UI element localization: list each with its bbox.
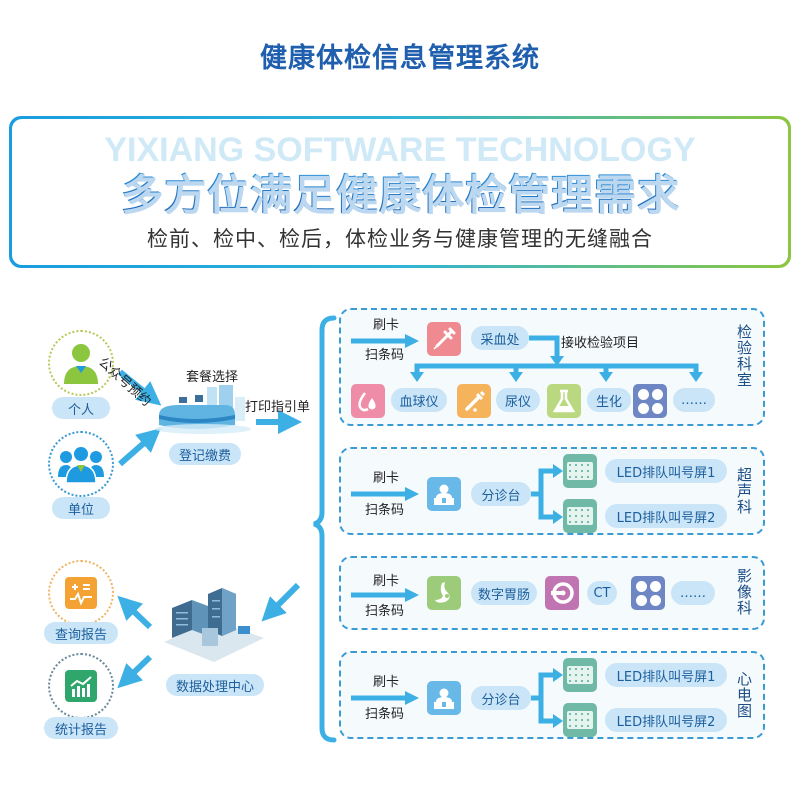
imaging-item-digital-gi: 数字胃肠	[471, 581, 537, 605]
swipe-card-label: 刷卡	[373, 318, 400, 333]
lab-item-biochem: 生化	[587, 388, 631, 412]
triage-branch-arrows	[531, 464, 563, 524]
flow-arrow	[351, 588, 419, 602]
led-screen-1: LED排队叫号屏1	[605, 459, 727, 483]
lab-item-more: ……	[673, 388, 715, 412]
stat-report-label: 统计报告	[44, 717, 118, 739]
banner-title: 多方位满足健康体检管理需求	[12, 161, 788, 222]
imaging-item-more: ……	[671, 581, 715, 605]
register-label: 登记缴费	[169, 443, 241, 465]
package-select-label: 套餐选择	[186, 370, 239, 385]
blood-collection-pill: 采血处	[471, 326, 529, 350]
arrow-org-to-register	[118, 428, 162, 467]
arrow-depts-to-datacenter	[261, 582, 301, 622]
swipe-card-label: 刷卡	[373, 574, 400, 589]
more-grid-icon	[631, 576, 665, 610]
triage-branch-arrows	[531, 668, 563, 728]
section-imaging: 刷卡 扫条码 数字胃肠 CT …… 影像科	[339, 556, 765, 630]
scan-code-label: 扫条码	[365, 503, 405, 518]
flow-arrow	[351, 487, 419, 501]
print-guide-label: 打印指引单	[245, 400, 311, 415]
led-screen-icon	[563, 499, 597, 533]
swipe-card-label: 刷卡	[373, 675, 400, 690]
stomach-icon	[427, 576, 461, 610]
data-center-label: 数据处理中心	[166, 674, 264, 696]
led-screen-2: LED排队叫号屏2	[605, 504, 727, 528]
syringe-icon	[427, 322, 461, 356]
section-ecg: 刷卡 扫条码 分诊台 LED排队叫号屏1 LED排队叫号屏2 心电图	[339, 651, 765, 739]
scan-code-label: 扫条码	[365, 707, 405, 722]
section-ultrasound-name: 超声科	[735, 467, 753, 515]
reception-desk-illustration	[155, 385, 251, 434]
ct-scanner-icon	[545, 576, 579, 610]
triage-desk-icon	[427, 681, 461, 715]
stat-report-circle[interactable]	[48, 653, 114, 719]
flask-icon	[547, 384, 581, 418]
triage-desk-icon	[427, 477, 461, 511]
headline-banner: YIXIANG SOFTWARE TECHNOLOGY 多方位满足健康体检管理需…	[9, 116, 791, 268]
receive-items-label: 接收检验项目	[561, 336, 640, 351]
led-screen-icon	[563, 658, 597, 692]
section-lab: 刷卡 扫条码 采血处 接收检验项目 血球仪 尿仪 生化 …… 检验科室	[339, 308, 765, 426]
swipe-card-label: 刷卡	[373, 471, 400, 486]
organization-circle[interactable]	[48, 431, 114, 497]
imaging-item-ct: CT	[587, 581, 617, 605]
individual-label: 个人	[52, 397, 110, 419]
company-watermark: YIXIANG SOFTWARE TECHNOLOGY	[104, 131, 696, 169]
query-report-circle[interactable]	[48, 560, 114, 626]
page-title: 健康体检信息管理系统	[260, 43, 540, 74]
triage-pill: 分诊台	[471, 686, 531, 710]
lab-item-urine-analyzer: 尿仪	[496, 388, 540, 412]
led-screen-icon	[563, 454, 597, 488]
blood-drop-icon	[351, 384, 385, 418]
section-ecg-name: 心电图	[735, 671, 753, 719]
section-ultrasound: 刷卡 扫条码 分诊台 LED排队叫号屏1 LED排队叫号屏2 超声科	[339, 447, 765, 535]
led-screen-2: LED排队叫号屏2	[605, 708, 727, 732]
query-report-icon	[65, 577, 97, 609]
lab-item-blood-analyzer: 血球仪	[391, 388, 447, 412]
triage-pill: 分诊台	[471, 482, 531, 506]
arrow-datacenter-to-stat	[117, 654, 153, 689]
more-grid-icon	[633, 384, 667, 418]
lab-branch-arrows	[410, 335, 703, 382]
department-brace	[313, 315, 337, 743]
flow-arrow	[351, 691, 419, 705]
led-screen-icon	[563, 703, 597, 737]
individual-circle[interactable]	[48, 330, 114, 396]
organization-label: 单位	[52, 497, 110, 519]
scan-code-label: 扫条码	[365, 348, 405, 363]
scan-code-label: 扫条码	[365, 604, 405, 619]
dropper-icon	[457, 384, 491, 418]
section-lab-name: 检验科室	[735, 324, 753, 388]
group-icon	[58, 446, 104, 484]
data-center-illustration	[164, 588, 264, 662]
query-report-label: 查询报告	[44, 622, 118, 644]
led-screen-1: LED排队叫号屏1	[605, 663, 727, 687]
arrow-datacenter-to-query	[117, 595, 153, 630]
section-imaging-name: 影像科	[735, 568, 753, 616]
stat-report-icon	[65, 670, 97, 702]
flow-arrow	[351, 334, 419, 348]
branch-arrow	[509, 372, 523, 382]
banner-subtitle: 检前、检中、检后，体检业务与健康管理的无缝融合	[147, 227, 653, 251]
person-icon	[64, 344, 98, 384]
